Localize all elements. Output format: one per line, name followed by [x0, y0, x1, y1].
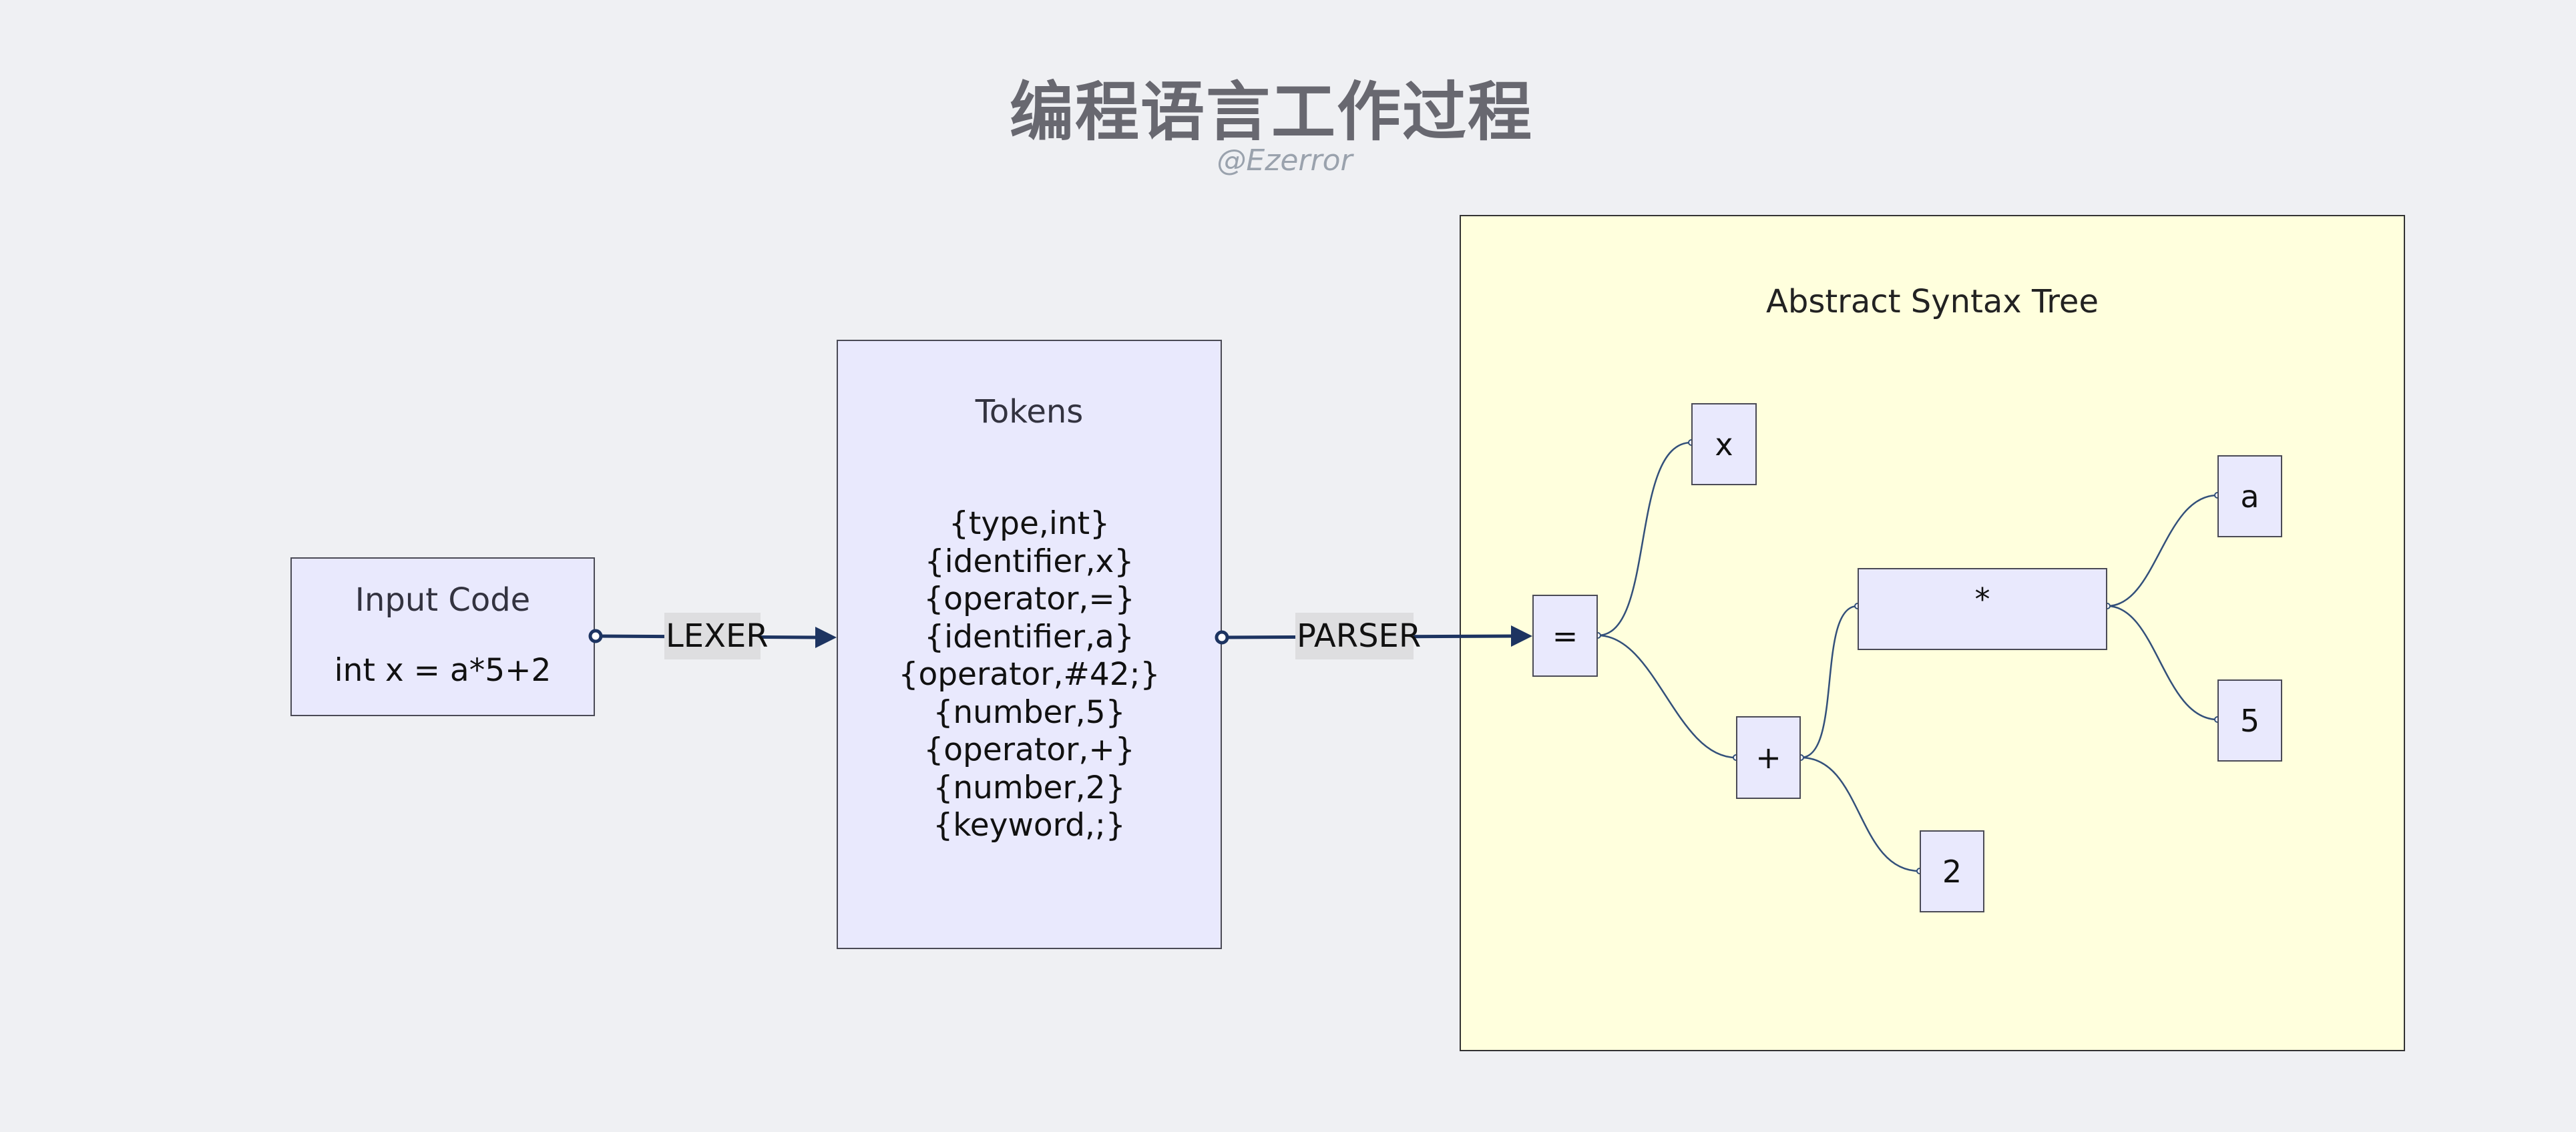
ast-edge-ports — [1594, 439, 2221, 874]
ast-node-a: a — [2217, 455, 2282, 537]
token-item: {number,5} — [933, 693, 1126, 731]
ast-title: Abstract Syntax Tree — [1766, 283, 2099, 320]
token-item: {identifier,x} — [924, 543, 1134, 580]
ast-edges — [1597, 441, 2218, 872]
ast-node-2: 2 — [1920, 830, 1984, 912]
ast-node-x: x — [1691, 403, 1757, 485]
token-item: {type,int} — [948, 505, 1110, 542]
ast-node-multiply: * — [1858, 568, 2107, 650]
edge-mul-five — [2107, 605, 2218, 721]
lexer-label: LEXER — [664, 613, 769, 659]
diagram-subtitle: @Ezerror — [1217, 144, 1353, 178]
token-item: {identifier,a} — [924, 618, 1134, 655]
edge-assign-x — [1597, 441, 1692, 637]
lexer-arrowhead — [815, 627, 837, 648]
ast-node-assign: = — [1532, 595, 1598, 677]
ast-node-plus: + — [1736, 716, 1801, 799]
parser-arrow-origin — [1215, 630, 1229, 645]
token-item: {number,2} — [933, 769, 1126, 806]
parser-label: PARSER — [1295, 613, 1421, 659]
input-code-text: int x = a*5+2 — [334, 652, 552, 689]
input-code-title: Input Code — [355, 581, 531, 619]
tokens-title: Tokens — [975, 393, 1084, 431]
token-item: {operator,#42;} — [898, 656, 1160, 693]
edge-mul-a — [2107, 494, 2218, 607]
diagram-title: 编程语言工作过程 — [1010, 75, 1533, 150]
ast-node-5: 5 — [2217, 679, 2282, 762]
input-code-box: Input Code int x = a*5+2 — [290, 557, 595, 716]
parser-arrowhead — [1511, 625, 1532, 647]
token-item: {operator,=} — [923, 581, 1135, 617]
tokens-box: Tokens {type,int} {identifier,x} {operat… — [837, 340, 1222, 949]
token-item: {operator,+} — [923, 732, 1135, 768]
lexer-arrow-origin — [588, 629, 603, 643]
edge-plus-mul — [1800, 605, 1858, 759]
edge-plus-two — [1800, 756, 1920, 872]
token-item: {keyword,;} — [933, 807, 1126, 844]
edge-assign-plus — [1597, 634, 1737, 759]
token-list: {type,int} {identifier,x} {operator,=} {… — [838, 505, 1221, 845]
